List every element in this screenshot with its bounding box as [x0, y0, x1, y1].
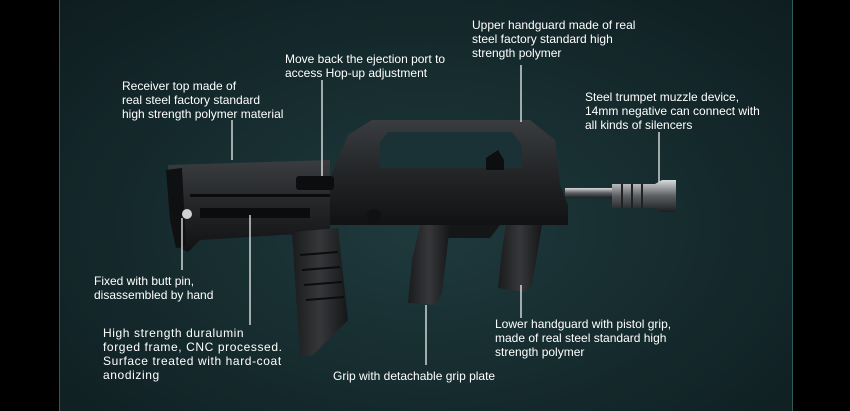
frame-label: High strength duralumin forged frame, CN…: [103, 326, 283, 382]
front-grip: [498, 225, 542, 292]
upper-handguard-label: Upper handguard made of real steel facto…: [472, 18, 636, 60]
grip-plate-label: Grip with detachable grip plate: [333, 369, 496, 383]
leader-lines: [181, 65, 660, 365]
lower-handguard-label: Lower handguard with pistol grip, made o…: [495, 317, 672, 359]
pistol-grip: [408, 225, 450, 305]
trigger-guard: [440, 225, 500, 238]
magazine: [292, 228, 348, 356]
stock: [168, 160, 330, 252]
muzzle-device: [612, 180, 676, 212]
barrel: [565, 188, 613, 198]
receiver-top-label: Receiver top made of real steel factory …: [122, 79, 284, 121]
ejection-port-label: Move back the ejection port to access Ho…: [285, 52, 446, 80]
muzzle-device-label: Steel trumpet muzzle device, 14mm negati…: [585, 90, 760, 132]
butt-pin-label: Fixed with butt pin, disassembled by han…: [94, 274, 214, 302]
butt-plate: [166, 168, 186, 248]
